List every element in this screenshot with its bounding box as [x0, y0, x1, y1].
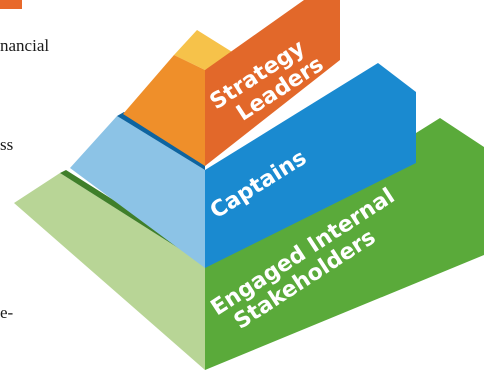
tier-1-right-face — [205, 0, 340, 166]
text-fragment-3: e- — [0, 303, 14, 322]
tier-2-top-edge — [117, 112, 205, 170]
tier-3-right-face — [205, 118, 484, 370]
text-fragment-1: nancial — [0, 36, 50, 55]
tier-3-left-face — [14, 173, 205, 370]
tier-1-left-face — [123, 55, 205, 166]
accent-bar — [0, 0, 22, 9]
tier-2-left-face — [70, 116, 205, 268]
tier-2-right-face — [205, 63, 416, 268]
text-fragment-2: ss — [0, 135, 14, 154]
tier-captains: Captains — [70, 63, 416, 268]
tier-3-top-edge — [60, 170, 205, 265]
tier-engaged-internal-stakeholders: Engaged Internal Stakeholders — [14, 118, 484, 370]
